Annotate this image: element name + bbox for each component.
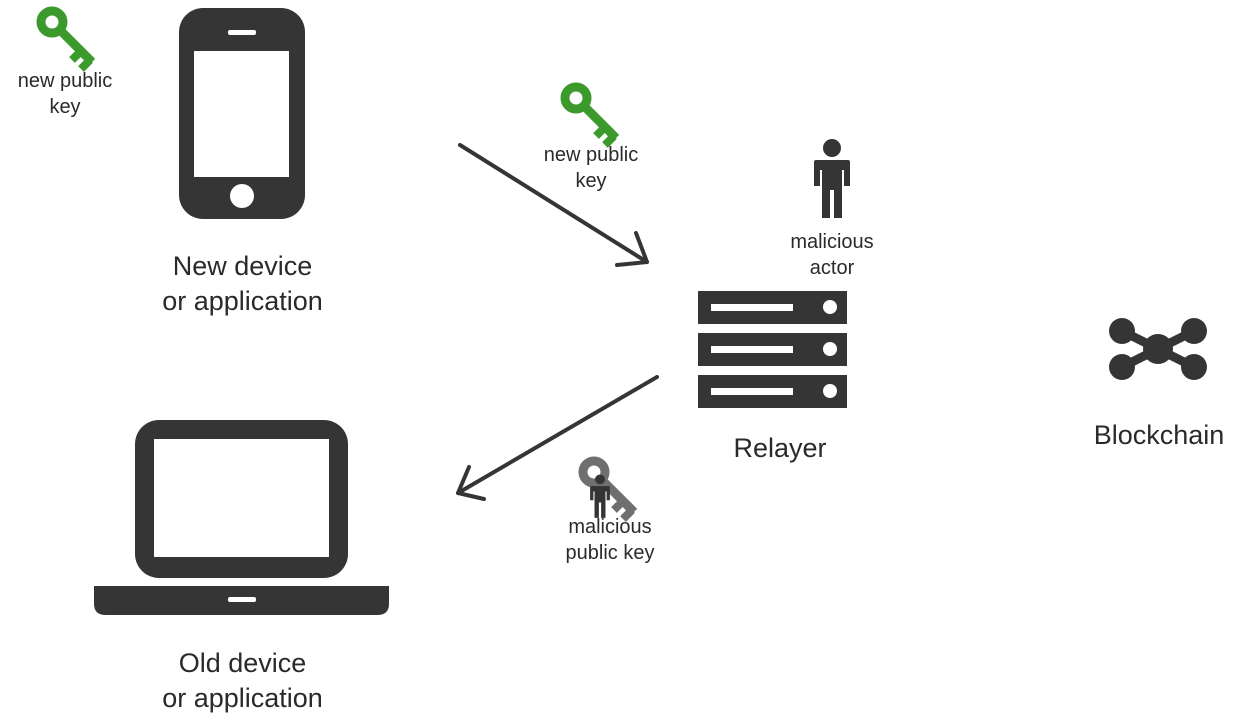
key-label-top-left: new public key — [2, 68, 128, 120]
old-device-line2: or application — [162, 683, 323, 714]
key-label-line2: key — [575, 170, 607, 192]
malicious-key-label: malicious public key — [540, 514, 680, 566]
smartphone-icon — [179, 8, 305, 219]
new-device-line2: or application — [162, 286, 323, 317]
malicious-key-line2: public key — [565, 542, 655, 564]
key-icon — [41, 11, 92, 69]
malicious-key-line1: malicious — [568, 516, 652, 538]
new-device-line1: New device — [172, 251, 313, 281]
server-icon — [698, 291, 847, 408]
key-label-line1: new public — [543, 144, 639, 166]
malicious-actor-label: malicious actor — [768, 229, 896, 281]
network-icon — [1109, 318, 1207, 380]
laptop-icon — [94, 420, 389, 615]
key-label-line2: key — [49, 96, 81, 118]
relayer-label: Relayer — [733, 433, 827, 463]
new-device-label: New device or application — [130, 249, 355, 319]
key-label-line1: new public — [17, 70, 113, 92]
old-device-label: Old device or application — [130, 646, 355, 716]
malicious-actor-line1: malicious — [790, 231, 874, 253]
malicious-actor-line2: actor — [809, 257, 855, 279]
blockchain-label: Blockchain — [1093, 420, 1225, 450]
old-device-line1: Old device — [178, 648, 307, 678]
person-icon — [814, 139, 850, 218]
malicious-key-icon — [583, 461, 634, 519]
arrow-to-relayer — [458, 143, 649, 267]
arrow-to-old-device — [456, 375, 659, 501]
key-label-arrow: new public key — [522, 142, 660, 194]
key-icon — [565, 87, 616, 145]
